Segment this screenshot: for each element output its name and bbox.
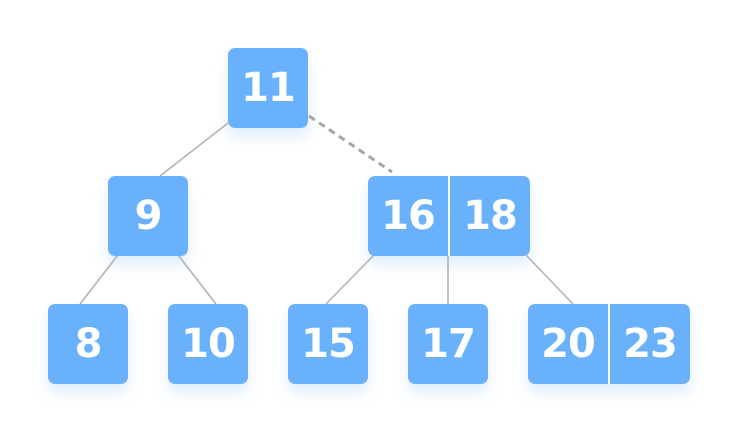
tree-node-root: 11	[228, 48, 308, 128]
node-key: 10	[168, 304, 248, 384]
node-key: 18	[448, 176, 530, 256]
edge-9-to-10	[177, 254, 217, 305]
node-key: 20	[528, 304, 608, 384]
tree-node-17: 17	[408, 304, 488, 384]
edge-9-to-8	[79, 254, 119, 305]
edge-11-to-16-18-dashed	[308, 114, 393, 174]
node-key: 23	[608, 304, 690, 384]
edge-16-18-to-20-23	[525, 254, 574, 305]
tree-node-20-23: 20 23	[528, 304, 690, 384]
tree-node-9: 9	[108, 176, 188, 256]
tree-node-10: 10	[168, 304, 248, 384]
edge-16-18-to-15	[325, 254, 375, 305]
node-key: 17	[408, 304, 488, 384]
edge-11-to-9	[159, 122, 229, 177]
node-key: 16	[368, 176, 448, 256]
node-key: 11	[228, 48, 308, 128]
node-key: 9	[108, 176, 188, 256]
tree-node-16-18: 16 18	[368, 176, 530, 256]
node-key: 8	[48, 304, 128, 384]
tree-node-15: 15	[288, 304, 368, 384]
node-key: 15	[288, 304, 368, 384]
tree-node-8: 8	[48, 304, 128, 384]
